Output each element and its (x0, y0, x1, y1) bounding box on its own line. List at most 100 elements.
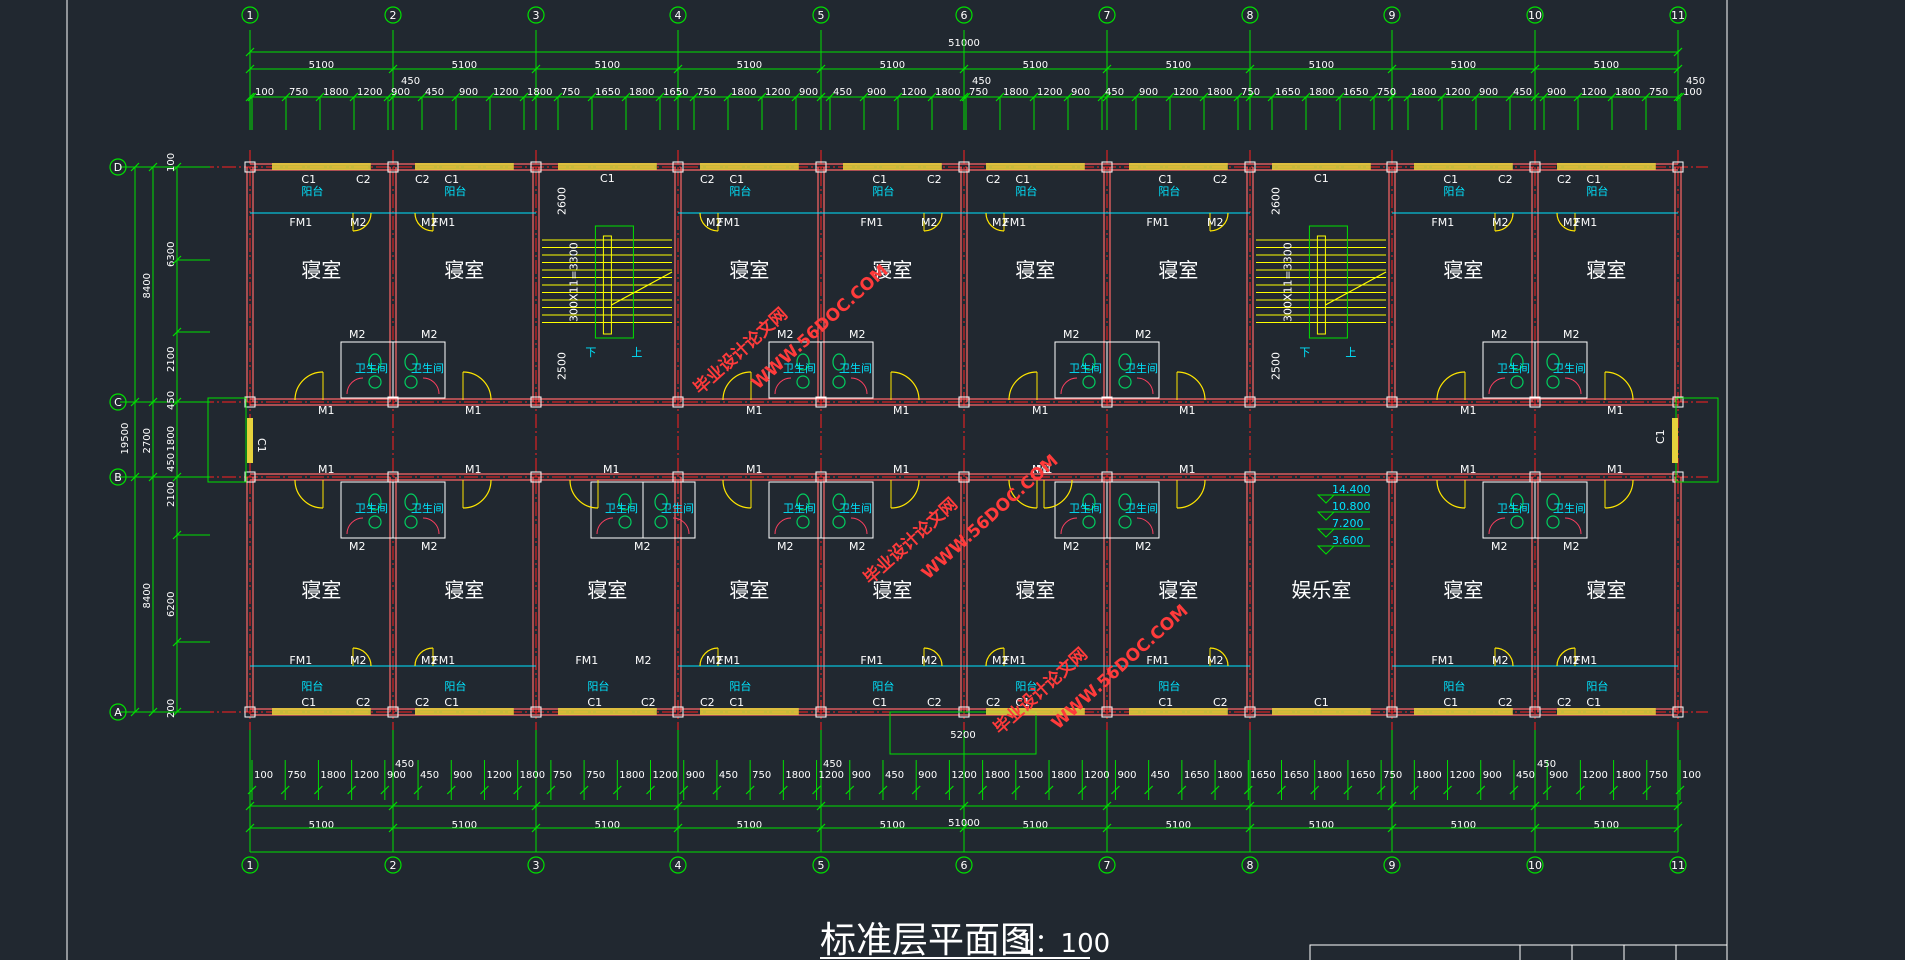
column (815, 161, 827, 173)
axis-bubble-10 (1526, 6, 1544, 24)
door-label-fm1-top: FM1 (432, 216, 455, 229)
door-m1-b-swing (722, 479, 752, 509)
washroom-label: 卫生间 (1497, 361, 1530, 375)
room-bedroom-bottom: 寝室 (1443, 578, 1483, 602)
window-bottom (1557, 708, 1656, 715)
axis-label-1: 1 (247, 9, 254, 22)
balcony-label-bottom: 阳台 (1443, 679, 1465, 693)
window-top (272, 163, 371, 170)
column (387, 161, 399, 173)
dim-top-detail-text: 1200 (1581, 87, 1606, 98)
dim-bot-detail-text: 750 (1649, 770, 1668, 781)
dim-left-overall-text: 19500 (120, 423, 131, 455)
window-label-c2-top: C2 (1557, 173, 1572, 186)
dim-bot-detail-text: 750 (586, 770, 605, 781)
dim-bot-bay-text: 5100 (595, 820, 620, 831)
dim-bot-detail-text: 1500 (1018, 770, 1043, 781)
axis-bubble-B (109, 468, 127, 486)
dim-top-detail-text: 1200 (901, 87, 926, 98)
room-bedroom-bottom: 娱乐室 (1291, 578, 1351, 602)
door-m2-bot-swing (352, 647, 372, 667)
dim-top-detail-text: 900 (391, 87, 410, 98)
axis-bubble-11 (1669, 6, 1687, 24)
dim-top-detail-text: 1800 (1003, 87, 1028, 98)
washroom-label: 卫生间 (1553, 501, 1586, 515)
window-label-c2-bottom: C2 (1213, 696, 1228, 709)
dim-bot-detail-text: 100 (254, 770, 273, 781)
dim-bot-detail-text: 450 (885, 770, 904, 781)
axis-bubble-8 (1241, 6, 1259, 24)
window-label-c1-bottom: C1 (1158, 696, 1173, 709)
axis-label-5: 5 (818, 859, 825, 872)
dim-top-detail-text: 1800 (731, 87, 756, 98)
shower-arc (596, 517, 614, 535)
axis-label-D: D (114, 161, 122, 174)
door-m2-bot-swing (1209, 647, 1229, 667)
room-bedroom-top: 寝室 (301, 258, 341, 282)
door-m2-top-swing (699, 212, 719, 232)
axis-label-8: 8 (1247, 859, 1254, 872)
dim-top-bay-text: 5100 (595, 60, 620, 71)
door-label-m1: M1 (1460, 463, 1477, 476)
door-m1-c-swing (1436, 371, 1466, 401)
basin-icon (832, 515, 846, 529)
axis-label-6: 6 (961, 9, 968, 22)
door-label-m2-wc: M2 (849, 540, 866, 553)
dim-left-detail-text: 2100 (166, 482, 177, 507)
dim-left-seg-text: 2700 (142, 428, 153, 453)
window-bottom (558, 708, 657, 715)
stair-well (1316, 235, 1326, 335)
dim-bot-detail-text: 1650 (1350, 770, 1375, 781)
dim-bot-detail-text: 450 (1516, 770, 1535, 781)
window-label-c2-top: C2 (700, 173, 715, 186)
shower-arc (1488, 377, 1506, 395)
window-top (558, 163, 657, 170)
window-label-c1-bottom: C1 (587, 696, 602, 709)
window-label-c2-bottom: C2 (641, 696, 656, 709)
column (244, 471, 256, 483)
door-label-m2-bottom: M2 (421, 654, 438, 667)
dim-bot-bay-text: 5100 (1023, 820, 1048, 831)
column (530, 471, 542, 483)
window-top (986, 163, 1085, 170)
shower-arc (346, 377, 364, 395)
door-m2-top-swing (923, 212, 943, 232)
toilet-icon (618, 493, 632, 511)
column (387, 706, 399, 718)
window-label-c1-top: C1 (729, 173, 744, 186)
door-m2-bot-swing (414, 647, 434, 667)
toilet-icon (832, 353, 846, 371)
dim-bot-bay-text: 5100 (1594, 820, 1619, 831)
dim-tick (959, 92, 969, 102)
basin-icon (1082, 515, 1096, 529)
axis-bubble-9 (1383, 6, 1401, 24)
toilet-icon (404, 353, 418, 371)
door-label-m2-bottom: M2 (921, 654, 938, 667)
dim-top-detail-text: 1800 (1615, 87, 1640, 98)
balcony-label-top: 阳台 (1158, 184, 1180, 198)
dim-bot-detail-text: 1800 (320, 770, 345, 781)
axis-bubble-6 (955, 6, 973, 24)
watermark-name: 毕业设计论文网 (689, 303, 791, 398)
balcony-label-top: 阳台 (1015, 184, 1037, 198)
balcony-label-bottom: 阳台 (1158, 679, 1180, 693)
door-label-m2-bottom: M2 (706, 654, 723, 667)
washroom-label: 卫生间 (1125, 501, 1158, 515)
axis-label-9: 9 (1389, 9, 1396, 22)
dim-top-detail-text: 1800 (1411, 87, 1436, 98)
balcony-label-top: 阳台 (301, 184, 323, 198)
door-label-fm1-bottom: FM1 (432, 654, 455, 667)
column (672, 706, 684, 718)
stair-handrail (594, 225, 634, 339)
door-label-m1: M1 (465, 463, 482, 476)
dim-bot-450: 450 (1537, 759, 1556, 770)
window-label-c2-bottom: C2 (1498, 696, 1513, 709)
stair-down-label: 下 (1299, 346, 1310, 359)
door-label-m2-top: M2 (706, 216, 723, 229)
window-label-c1-bottom: C1 (1443, 696, 1458, 709)
axis-bubble-7 (1098, 856, 1116, 874)
column (1244, 706, 1256, 718)
balcony-label-bottom: 阳台 (444, 679, 466, 693)
dim-tick (1387, 92, 1397, 102)
window-label-c2-bottom: C2 (927, 696, 942, 709)
